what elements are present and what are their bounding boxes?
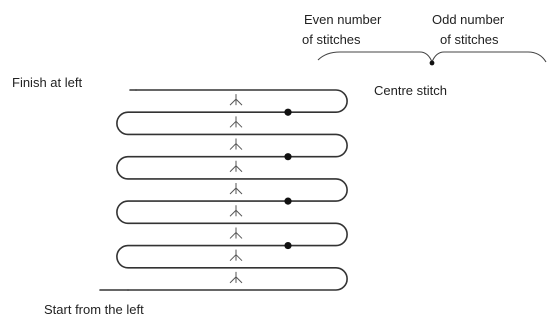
centre-stitch-dot <box>284 197 292 205</box>
start-label: Start from the left <box>44 302 144 317</box>
centre-stitch-label: Centre stitch <box>374 83 447 98</box>
finish-label: Finish at left <box>12 75 82 90</box>
centre-stitch-dot <box>284 153 292 161</box>
stitch-marker <box>229 183 243 195</box>
even-bracket <box>317 51 433 63</box>
even-label-line1: Even number <box>304 12 382 27</box>
odd-bracket <box>431 51 547 63</box>
stitch-marker <box>229 138 243 150</box>
stitch-marker <box>229 249 243 262</box>
centre-stitch-dot <box>284 108 292 116</box>
stitch-marker <box>229 205 243 217</box>
yarn-path <box>116 89 348 291</box>
stitch-marker <box>229 227 243 239</box>
even-label-line2: of stitches <box>302 32 361 47</box>
stitch-marker <box>229 116 243 128</box>
stitch-marker <box>229 160 243 173</box>
odd-label-line2: of stitches <box>440 32 499 47</box>
stitch-marker <box>229 271 243 284</box>
stitch-marker <box>229 94 243 106</box>
yarn-path-group <box>99 89 348 291</box>
stitch-markers-group <box>229 94 292 284</box>
centre-point <box>429 60 435 66</box>
odd-label-line1: Odd number <box>432 12 505 27</box>
centre-stitch-dot <box>284 241 292 250</box>
